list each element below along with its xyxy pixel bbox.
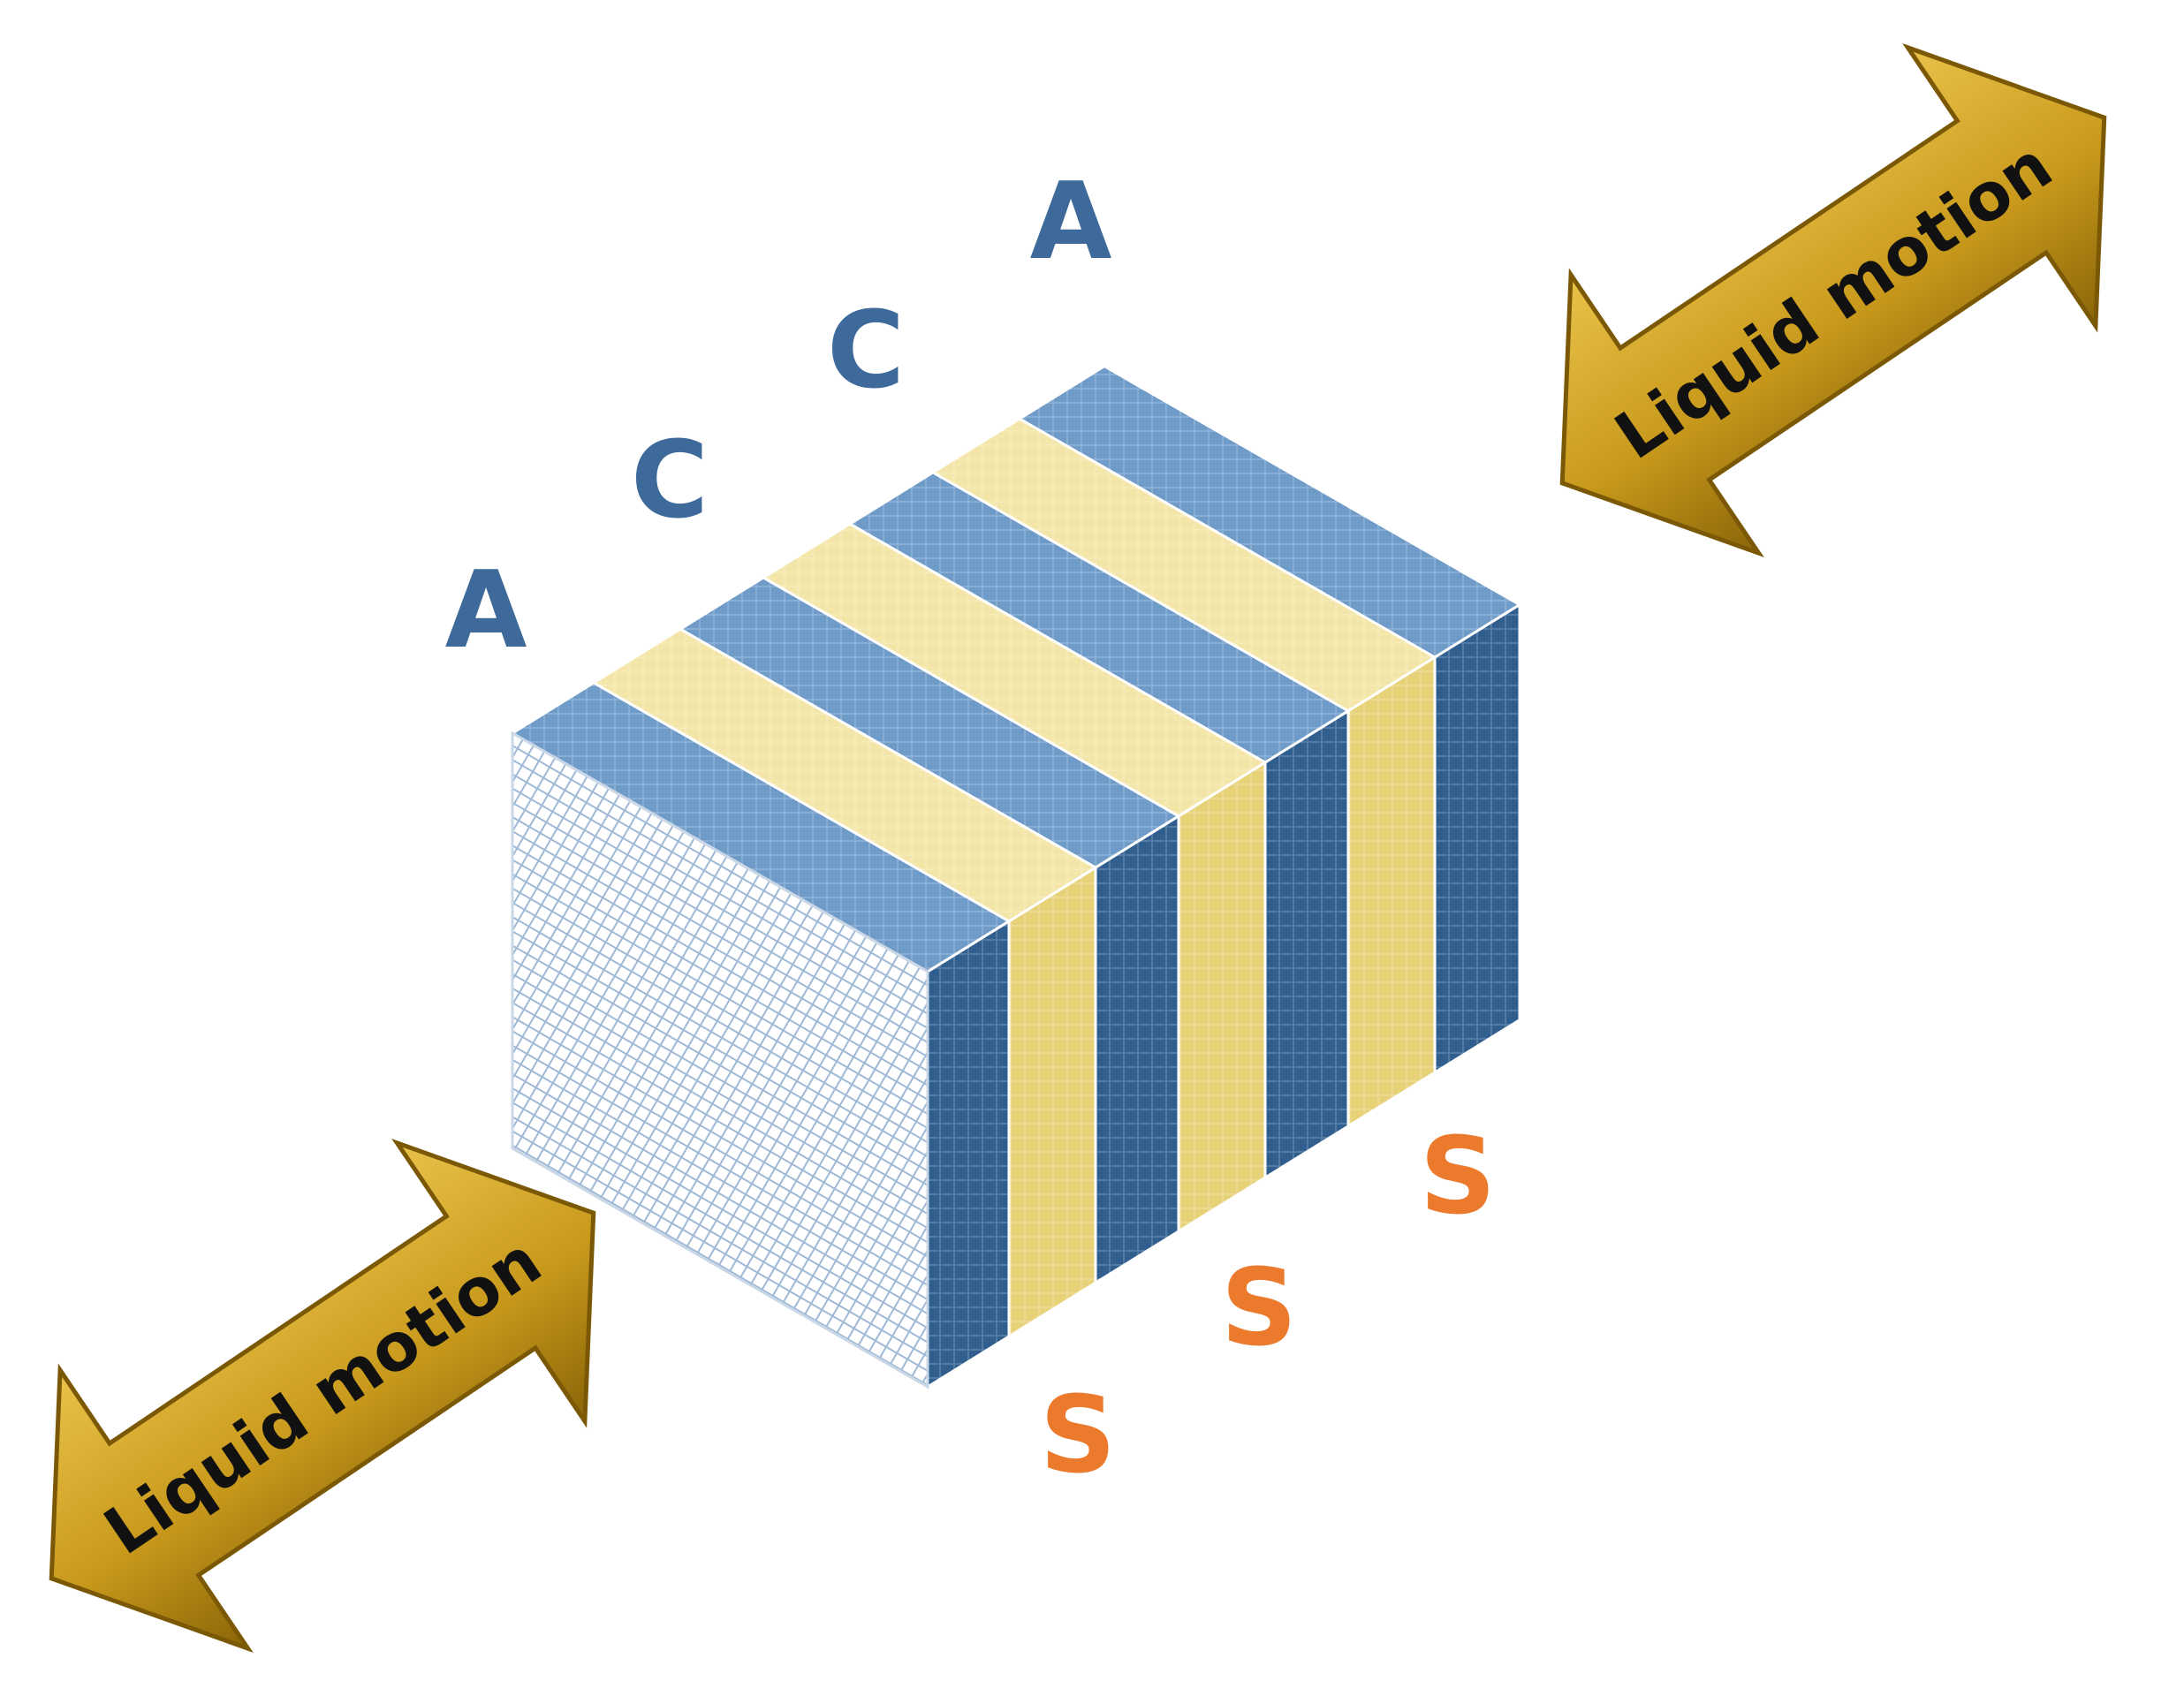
label-separator-3: S <box>1420 1116 1496 1238</box>
mesh-texture <box>850 472 1348 763</box>
mesh-texture <box>933 419 1435 711</box>
mesh-texture <box>928 920 1009 1387</box>
label-separator-2: S <box>1221 1247 1297 1370</box>
mesh-texture <box>1096 815 1179 1283</box>
label-separator-1: S <box>1040 1374 1116 1497</box>
mesh-texture <box>1435 604 1520 1073</box>
mesh-texture <box>1348 657 1435 1126</box>
label-cathode-1: C <box>631 420 709 542</box>
double-arrow-icon: Liquid motion <box>1559 42 2107 558</box>
mesh-texture <box>763 524 1265 816</box>
arrow-label-right: Liquid motion <box>1602 128 2065 475</box>
mesh-texture <box>1020 366 1520 658</box>
arrow-label-left: Liquid motion <box>91 1223 554 1571</box>
label-anode-1: A <box>445 549 527 672</box>
mesh-texture <box>594 629 1096 921</box>
end-face-porous <box>511 731 929 1389</box>
mesh-texture <box>1265 710 1348 1178</box>
mesh-texture <box>1179 762 1265 1231</box>
mesh-texture <box>512 682 1009 972</box>
label-cathode-2: C <box>827 290 905 413</box>
layer-block <box>510 364 1522 1389</box>
mesh-texture <box>680 577 1179 868</box>
mesh-texture <box>1009 867 1096 1336</box>
label-anode-2: A <box>1030 161 1112 284</box>
